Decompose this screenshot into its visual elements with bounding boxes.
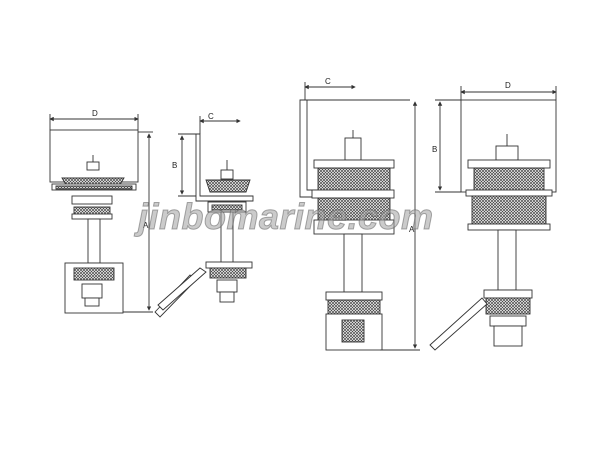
- figure-4: [429, 86, 557, 351]
- dim-label-b-2: B: [172, 161, 177, 170]
- figure-1: [49, 114, 197, 318]
- dim-label-a-1: A: [143, 221, 149, 230]
- dim-label-c-2: C: [208, 112, 214, 121]
- dim-label-a-3: A: [409, 225, 415, 234]
- dim-label-c-3: C: [325, 77, 331, 86]
- figure-3: [299, 82, 420, 351]
- figure-2: [157, 116, 254, 311]
- dim-label-d-1: D: [92, 109, 98, 118]
- dim-label-b-4: B: [432, 145, 437, 154]
- watermark-text: jinbomarine.com: [138, 196, 434, 238]
- dim-label-d-4: D: [505, 81, 511, 90]
